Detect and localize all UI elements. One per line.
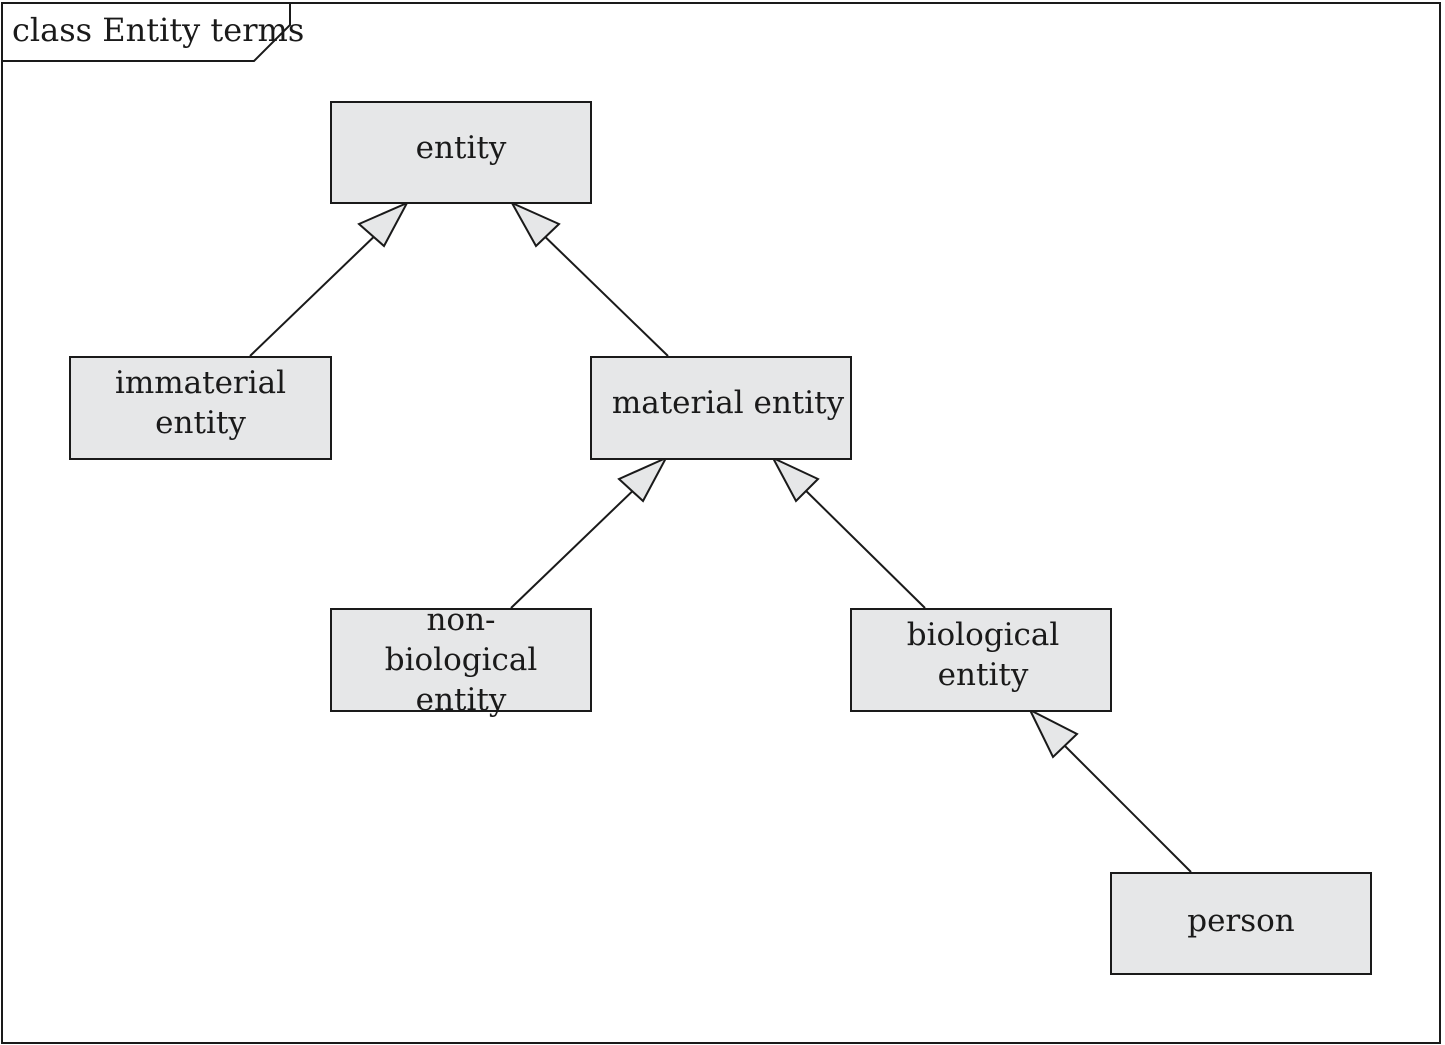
generalization-arrowhead [770, 455, 820, 503]
class-biological-entity[interactable]: biological entity [850, 608, 1112, 712]
class-non-biological-entity[interactable]: non-biological entity [330, 602, 592, 718]
generalization-person-to-biological [1027, 707, 1192, 873]
frame-title: class Entity terms [12, 11, 305, 49]
class-entity[interactable]: entity [330, 101, 592, 204]
class-biological-entity-label: biological entity [906, 617, 1060, 693]
class-entity-label: entity [415, 129, 507, 166]
generalization-arrowhead [1027, 707, 1079, 759]
class-material-entity-label: material entity [611, 385, 845, 421]
generalization-immaterial-to-entity [249, 200, 410, 357]
class-immaterial-entity-label: immaterial entity [114, 365, 287, 441]
generalization-arrowhead [509, 200, 561, 248]
frame-name-tag [2, 3, 291, 62]
generalization-biological-to-material [770, 455, 926, 609]
class-person[interactable]: person [1110, 872, 1372, 975]
class-immaterial-entity[interactable]: immaterial entity [69, 356, 332, 460]
class-person-label: person [1187, 902, 1295, 939]
generalization-non-biological-to-material [510, 455, 669, 609]
generalization-material-to-entity [509, 200, 669, 357]
generalization-arrowhead [617, 455, 669, 503]
class-non-biological-entity-label: non-biological entity [384, 602, 538, 718]
generalization-arrowhead [357, 200, 410, 248]
class-material-entity[interactable]: material entity [590, 356, 852, 460]
